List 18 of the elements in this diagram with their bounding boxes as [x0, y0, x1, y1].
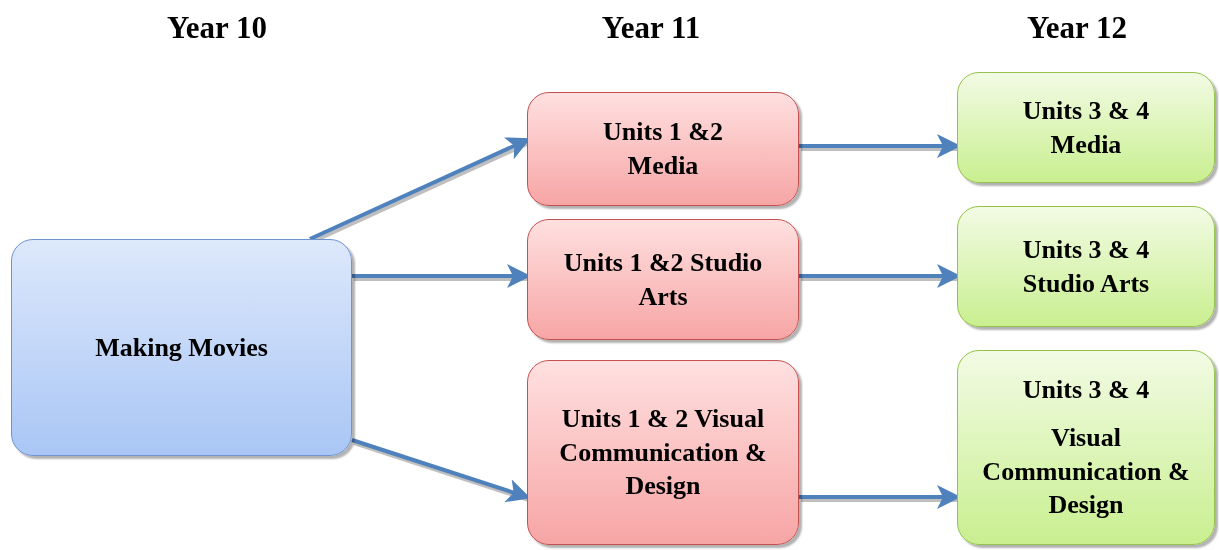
rounded-box: [11, 239, 352, 456]
rounded-box: [527, 219, 799, 340]
box-label: Units 3 & 4 Studio Arts: [1021, 233, 1151, 300]
box-label: Units 3 & 4 Media: [1021, 94, 1151, 161]
rounded-box: [957, 206, 1215, 327]
box-label: Units 1 &2 Media: [602, 116, 724, 182]
box-label: Making Movies: [95, 331, 268, 364]
rounded-box: [957, 350, 1215, 545]
rounded-box: [527, 360, 799, 545]
box-label: Units 3 & 4: [1022, 373, 1150, 406]
rounded-box: [527, 92, 799, 206]
rounded-box: [957, 72, 1215, 183]
column-heading: Year 11: [600, 10, 702, 46]
box-label: Visual Communication & Design: [981, 421, 1191, 522]
column-heading: Year 10: [165, 10, 269, 46]
column-heading: Year 12: [1025, 10, 1129, 46]
box-label: Units 1 & 2 Visual Communication & Design: [559, 402, 767, 503]
box-label: Units 1 &2 Studio Arts: [563, 246, 763, 313]
